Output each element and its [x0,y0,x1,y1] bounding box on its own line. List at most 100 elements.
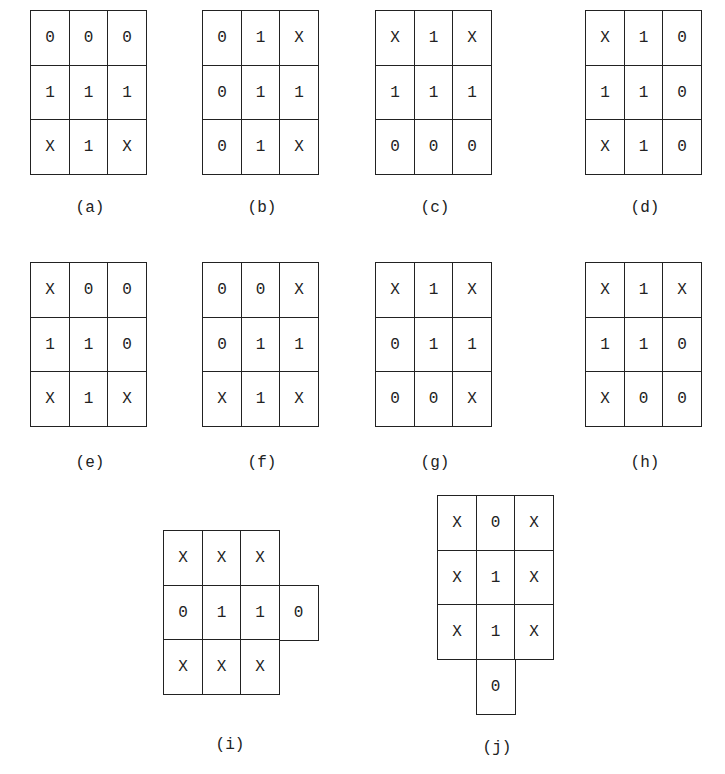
grid-cell: 0 [662,371,702,427]
cell-value: 1 [491,569,501,587]
cell-value: 0 [639,390,649,408]
cell-value: X [122,138,132,156]
figure-label: (b) [248,199,277,217]
cell-value: X [255,658,265,676]
grid-cell: 1 [69,65,109,121]
grid-cell: X [30,119,70,175]
grid-cell: 0 [414,371,454,427]
grid-cell: 1 [585,65,625,121]
cell-value: X [467,29,477,47]
cell-value: X [467,390,477,408]
cell-value: 0 [84,281,94,299]
grid-cell: 1 [414,65,454,121]
cell-value: 0 [217,138,227,156]
grid-cell: 1 [452,65,492,121]
cell-value: 1 [429,336,439,354]
figure-label: (h) [631,454,660,472]
cell-value: 1 [429,84,439,102]
cell-value: 0 [677,390,687,408]
grid-cell: 0 [202,119,242,175]
grid-cell: 0 [107,262,147,318]
cell-value: X [217,390,227,408]
cell-value: 0 [491,514,501,532]
grid-cell: X [375,10,415,66]
cell-value: 0 [491,678,501,696]
grid-cell: 1 [240,585,280,641]
cell-value: 0 [429,138,439,156]
cell-value: X [452,569,462,587]
cell-value: X [600,281,610,299]
cell-value: 1 [45,336,55,354]
cell-value: X [529,514,539,532]
cell-value: 1 [429,29,439,47]
grid-cell: 1 [624,317,664,373]
cell-value: 1 [639,138,649,156]
grid-cell: 0 [202,262,242,318]
cell-value: 0 [122,336,132,354]
grid-cell: 0 [375,119,415,175]
grid-cell: X [279,371,319,427]
grid-cell: 0 [476,659,516,715]
cell-value: 1 [84,138,94,156]
cell-value: X [467,281,477,299]
grid-cell: 1 [624,119,664,175]
grid-cell: 1 [30,317,70,373]
cell-value: 0 [390,138,400,156]
cell-value: X [294,281,304,299]
cell-value: 1 [294,84,304,102]
cell-value: 1 [639,29,649,47]
cell-value: 1 [45,84,55,102]
cell-value: 1 [294,336,304,354]
grid-cell: X [107,119,147,175]
cell-value: 1 [639,84,649,102]
cell-value: 0 [217,281,227,299]
cell-value: X [600,29,610,47]
grid-cell: 0 [452,119,492,175]
cell-value: X [255,549,265,567]
figure-label: (g) [421,454,450,472]
cell-value: 1 [600,84,610,102]
grid-cell: 1 [241,10,281,66]
grid-cell: X [452,371,492,427]
figure-label: (c) [421,199,450,217]
cell-value: 0 [122,281,132,299]
cell-value: X [45,390,55,408]
grid-cell: 0 [476,495,516,551]
grid-cell: X [375,262,415,318]
cell-value: 0 [217,336,227,354]
cell-value: X [452,623,462,641]
figure-label: (d) [631,199,660,217]
grid-cell: 0 [69,10,109,66]
cell-value: 0 [294,604,304,622]
cell-value: X [390,281,400,299]
cell-value: 1 [467,84,477,102]
grid-cell: 0 [662,317,702,373]
cell-value: 0 [217,29,227,47]
grid-cell: 1 [241,65,281,121]
grid-cell: 0 [30,10,70,66]
grid-cell: X [202,639,242,695]
cell-value: X [600,390,610,408]
cell-value: 1 [429,281,439,299]
figure-label: (e) [76,454,105,472]
grid-cell: X [279,119,319,175]
grid-cell: X [163,639,203,695]
grid-cell: 1 [476,550,516,606]
grid-cell: X [514,550,554,606]
cell-value: 1 [256,336,266,354]
cell-value: X [529,623,539,641]
cell-value: 0 [429,390,439,408]
cell-value: 0 [45,29,55,47]
grid-cell: 1 [241,317,281,373]
cell-value: 1 [256,138,266,156]
grid-cell: X [662,262,702,318]
cell-value: 0 [677,84,687,102]
grid-cell: 1 [414,262,454,318]
cell-value: X [45,138,55,156]
grid-cell: 1 [585,317,625,373]
grid-cell: X [585,371,625,427]
grid-cell: X [279,10,319,66]
grid-cell: 1 [107,65,147,121]
cell-value: 1 [390,84,400,102]
cell-value: X [294,390,304,408]
